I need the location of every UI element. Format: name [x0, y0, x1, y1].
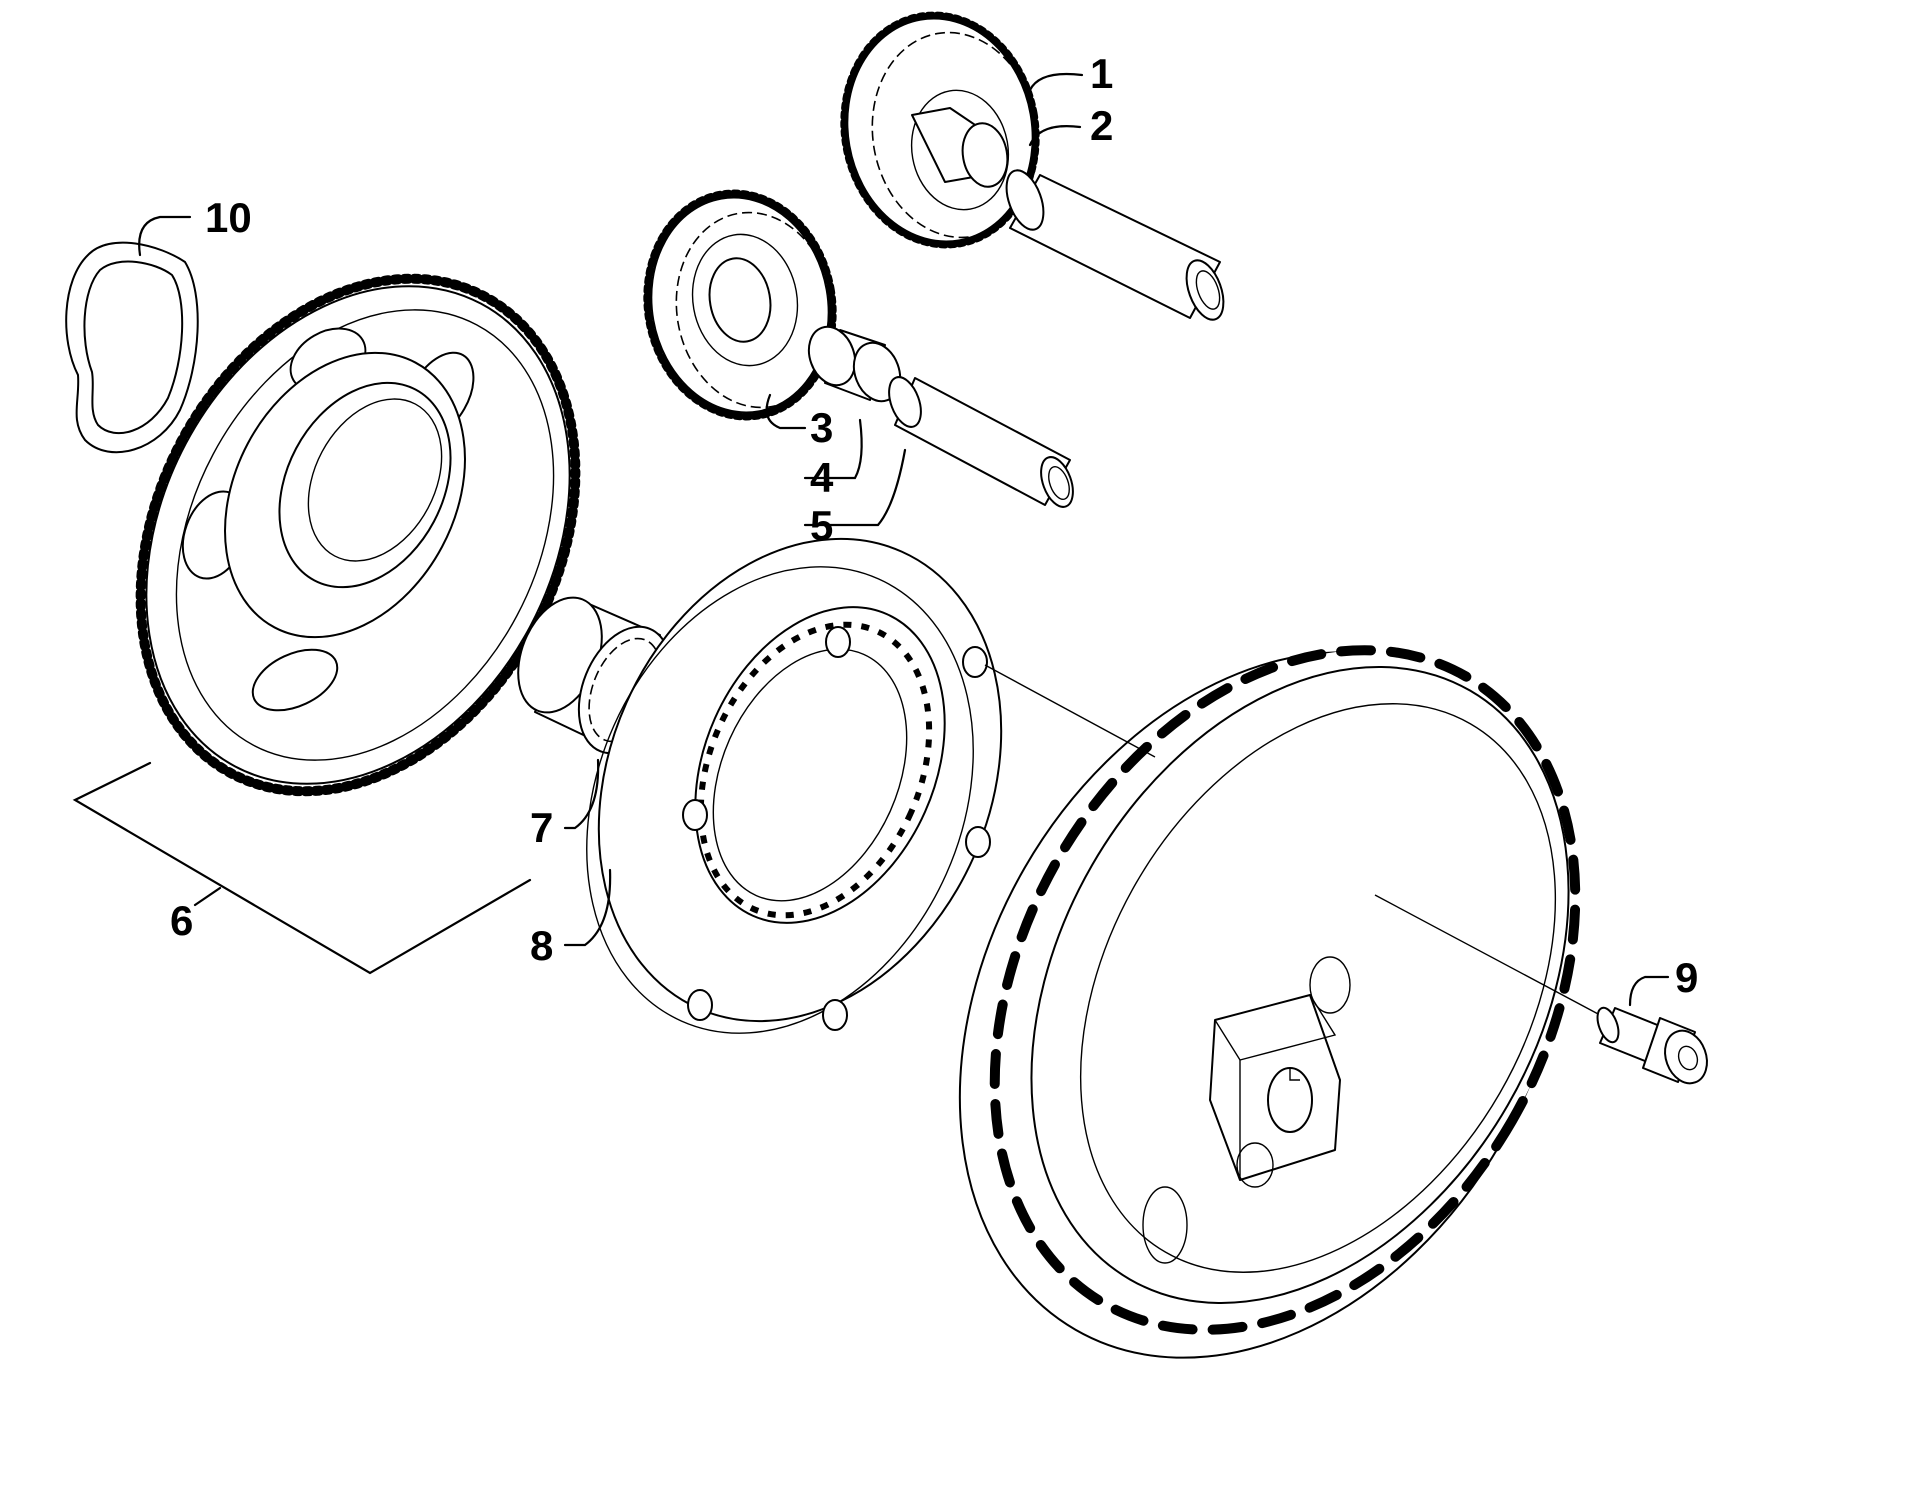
bushing-part-4 — [807, 325, 902, 403]
shaft-part-5 — [888, 376, 1074, 508]
idle-gear-part-1 — [840, 11, 1040, 249]
flywheel-rotor — [958, 645, 1581, 1359]
socket-bolt-part-9 — [1596, 1006, 1708, 1085]
callout-9: 9 — [1675, 954, 1698, 1001]
callout-6: 6 — [170, 897, 193, 944]
callout-7: 7 — [530, 804, 553, 851]
callout-5: 5 — [810, 502, 833, 549]
callout-3: 3 — [810, 404, 833, 451]
one-way-clutch-part-8 — [586, 537, 1003, 1034]
callout-10: 10 — [205, 194, 252, 241]
callout-4: 4 — [810, 454, 834, 501]
leader-lines — [138, 72, 1670, 1007]
alignment-lines — [984, 664, 1601, 1016]
reduction-gear-part-3 — [643, 189, 837, 421]
callout-8: 8 — [530, 922, 553, 969]
callout-2: 2 — [1090, 102, 1113, 149]
wave-washer-part-10 — [65, 241, 199, 454]
idle-shaft-part-2 — [1005, 169, 1225, 321]
callout-1: 1 — [1090, 50, 1113, 97]
starter-driven-gear-part-6 — [135, 273, 581, 797]
callout-labels: 1 2 3 4 5 6 7 8 9 10 — [170, 50, 1698, 1001]
part-6-bracket — [72, 761, 532, 975]
